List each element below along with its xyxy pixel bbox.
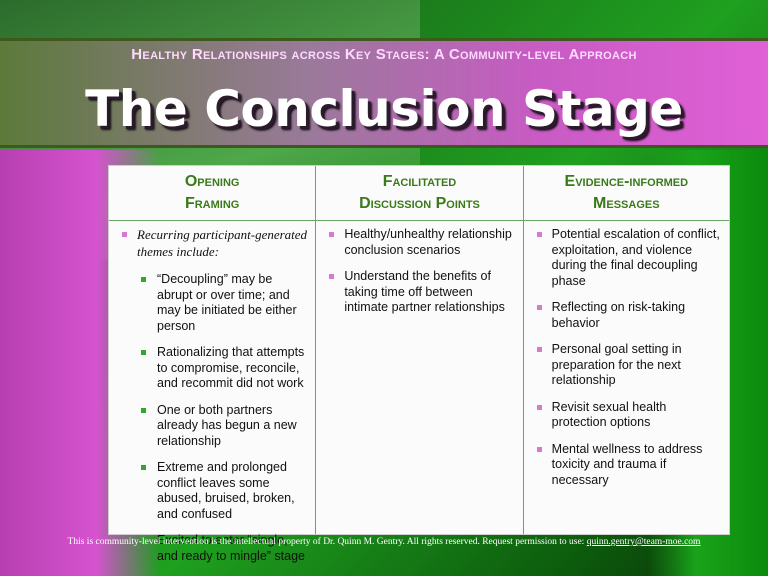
list-item: Extreme and prolonged conflict leaves so… [137, 460, 309, 522]
heading-line-2: Messages [593, 195, 660, 212]
heading-line-2: Discussion Points [359, 195, 480, 212]
list-item: Potential escalation of conflict, exploi… [532, 227, 723, 289]
list-item: “Decoupling” may be abrupt or over time;… [137, 272, 309, 334]
column-heading: Evidence-informed Messages [523, 166, 729, 221]
footer-text: This is community-level intervention is … [67, 537, 587, 547]
column-opening-framing: Opening Framing Recurring participant-ge… [109, 166, 316, 563]
slide-subtitle: Healthy Relationships across Key Stages:… [131, 46, 637, 63]
heading-line-1: Evidence-informed [564, 173, 689, 190]
list-item: Healthy/unhealthy relationship conclusio… [324, 227, 516, 258]
list-item: Rationalizing that attempts to compromis… [137, 345, 309, 392]
column-evidence-messages: Evidence-informed Messages Potential esc… [522, 166, 729, 534]
email-link[interactable]: quinn.gentry@team-moe.com [586, 537, 701, 547]
column-heading: Opening Framing [109, 166, 316, 221]
list-item: One or both partners already has begun a… [137, 403, 309, 450]
content-table: Opening Framing Recurring participant-ge… [108, 165, 730, 563]
column-facilitated-discussion: Facilitated Discussion Points Healthy/un… [315, 166, 523, 534]
list-item: Excited to enter “single, and ready to m… [137, 533, 309, 564]
list-item: Understand the benefits of taking time o… [324, 269, 516, 316]
intro-text: Recurring participant-generated themes i… [137, 227, 308, 259]
list-item: Recurring participant-generated themes i… [117, 227, 309, 564]
slide-title: The Conclusion Stage [85, 80, 683, 138]
list-item: Reflecting on risk-taking behavior [532, 300, 723, 331]
heading-line-1: Opening [184, 173, 240, 190]
column-heading: Facilitated Discussion Points [316, 166, 523, 221]
heading-line-2: Framing [184, 195, 240, 212]
heading-line-1: Facilitated [382, 173, 457, 190]
list-item: Revisit sexual health protection options [532, 400, 723, 431]
title-banner [0, 38, 768, 148]
list-item: Personal goal setting in preparation for… [532, 342, 723, 389]
list-item: Mental wellness to address toxicity and … [532, 442, 723, 489]
footer: This is community-level intervention is … [0, 537, 768, 547]
